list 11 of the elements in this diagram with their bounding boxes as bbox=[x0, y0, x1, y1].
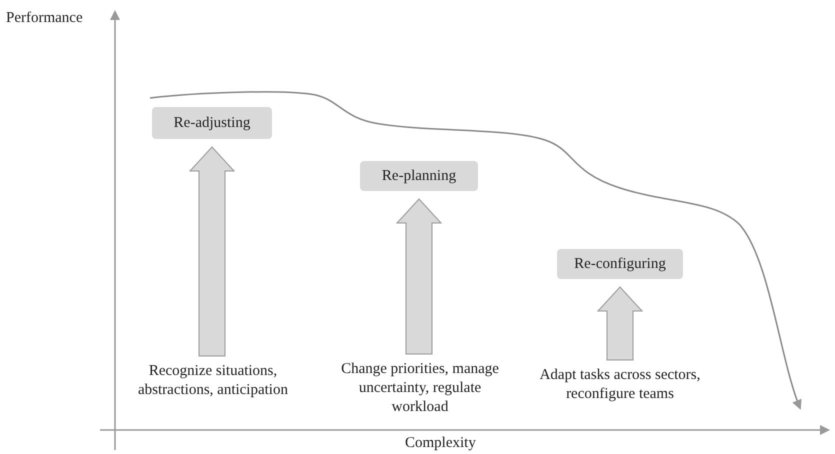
block-arrow bbox=[188, 146, 236, 356]
axis-title: Performance bbox=[6, 10, 83, 27]
strategy-box: Re-configuring bbox=[557, 249, 683, 279]
axis-title: Complexity bbox=[405, 435, 476, 452]
block-arrow bbox=[596, 286, 644, 360]
activity-text: Recognize situations, abstractions, anticipation bbox=[133, 362, 293, 400]
strategy-box: Re-adjusting bbox=[152, 107, 272, 139]
activity-text: Adapt tasks across sectors, reconfigure teams bbox=[522, 366, 718, 404]
strategy-box: Re-planning bbox=[360, 161, 478, 191]
block-arrow bbox=[396, 198, 442, 354]
activity-text: Change priorities, manage uncertainty, regulate workload bbox=[340, 360, 500, 417]
